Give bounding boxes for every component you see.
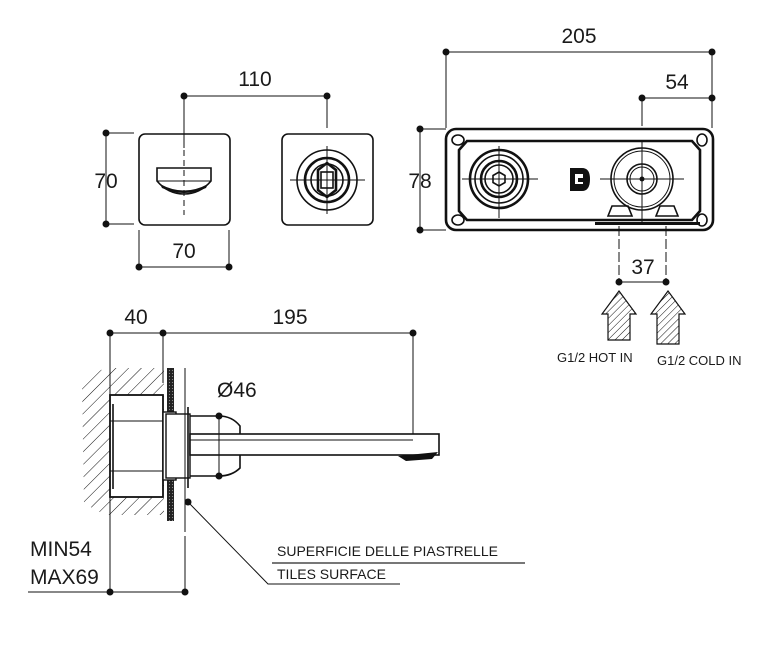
left-cartridge <box>462 146 538 218</box>
corner-slots <box>451 133 708 227</box>
dimension-inlet-spacing: 37 <box>615 226 670 286</box>
hot-inlet-arrow-icon <box>600 289 638 341</box>
dim-label-205: 205 <box>561 25 596 48</box>
dimension-min-max-depth: MIN54 MAX69 <box>28 538 189 596</box>
tiles-surface-label-it: SUPERFICIE DELLE PIASTRELLE <box>277 543 498 559</box>
dim-label-78: 78 <box>408 170 431 193</box>
cold-inlet-arrow-icon <box>649 289 687 345</box>
dimension-plate-height: 70 <box>94 129 134 228</box>
dim-label-37: 37 <box>631 256 654 279</box>
depth-min-label: MIN54 <box>30 538 92 561</box>
dim-label-195: 195 <box>272 306 307 329</box>
dimension-box-width: 205 <box>442 25 716 128</box>
dim-label-70-width: 70 <box>172 240 195 263</box>
spout-plate <box>138 133 231 226</box>
dim-label-54: 54 <box>665 71 689 94</box>
tiles-surface-label-en: TILES SURFACE <box>277 566 386 582</box>
concealed-body <box>109 368 191 592</box>
front-view: 110 70 70 <box>94 68 374 271</box>
hot-inlet-label: G1/2 HOT IN <box>557 350 633 365</box>
side-view: 40 195 <box>28 306 525 596</box>
depth-max-label: MAX69 <box>30 566 99 589</box>
valve-box <box>444 127 715 232</box>
right-valve <box>595 140 700 225</box>
dimension-spout-length: 195 <box>163 306 417 445</box>
dim-label-70-height: 70 <box>94 170 117 193</box>
spout: Ø46 <box>189 379 440 480</box>
box-view: 205 54 78 <box>408 25 741 368</box>
cold-inlet-label: G1/2 COLD IN <box>657 353 742 368</box>
tiles-surface-callout: SUPERFICIE DELLE PIASTRELLE TILES SURFAC… <box>184 498 525 585</box>
dim-label-110: 110 <box>238 68 271 91</box>
dimension-plate-width: 70 <box>135 230 233 271</box>
dimension-plate-spacing: 110 <box>180 68 331 148</box>
dim-label-diameter: Ø46 <box>217 379 257 402</box>
dimension-right-offset: 54 <box>638 71 716 126</box>
dimension-box-height: 78 <box>408 125 446 234</box>
handle-plate <box>281 133 374 226</box>
dim-label-40: 40 <box>124 306 147 329</box>
brand-logo-icon <box>570 168 590 191</box>
